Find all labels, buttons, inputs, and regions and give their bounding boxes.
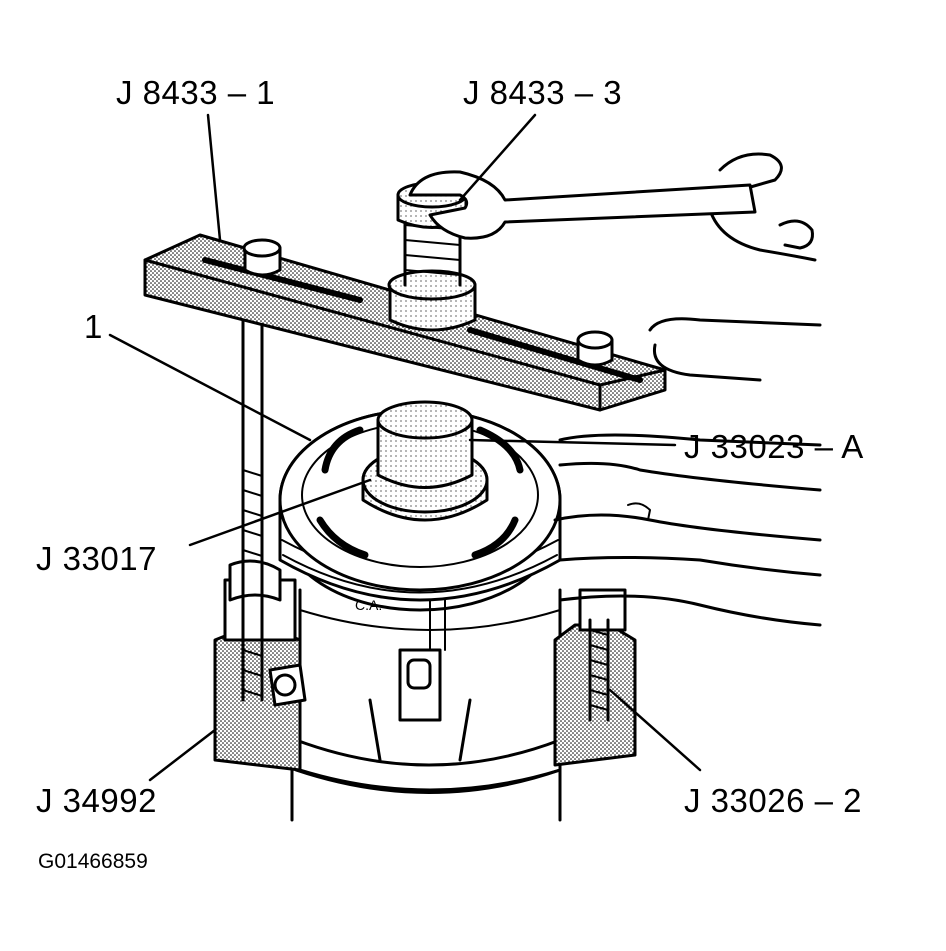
compressor-body: C.A. [290, 588, 562, 822]
callout-j34992: J 34992 [36, 782, 157, 819]
callout-j33026-2: J 33026 – 2 [684, 782, 862, 819]
leader-j8433-1 [206, 113, 222, 242]
hand [553, 152, 822, 627]
callout-j33017: J 33017 [36, 540, 157, 577]
leader-j33017 [188, 478, 372, 547]
figure-id: G01466859 [38, 850, 148, 873]
leader-j8433-3 [458, 113, 537, 202]
wrench [408, 170, 757, 240]
holding-fixture-j34992 [213, 559, 307, 772]
threaded-rod-left [241, 268, 264, 702]
leader-lines [108, 113, 702, 782]
callout-j8433-1: J 8433 – 1 [116, 74, 276, 111]
callout-j33023-a: J 33023 – A [684, 428, 864, 465]
leader-j33023-a [468, 438, 677, 447]
holding-fixture-j33026-2 [553, 588, 637, 767]
callout-j8433-3: J 8433 – 3 [463, 74, 623, 111]
tool-j33023-a [376, 400, 474, 489]
leader-j34992 [148, 728, 217, 782]
leader-j33026-2 [608, 688, 702, 772]
callout-item-1: 1 [84, 308, 103, 345]
leader-item-1 [108, 333, 312, 442]
forcing-screw-j8433-3 [387, 181, 477, 332]
